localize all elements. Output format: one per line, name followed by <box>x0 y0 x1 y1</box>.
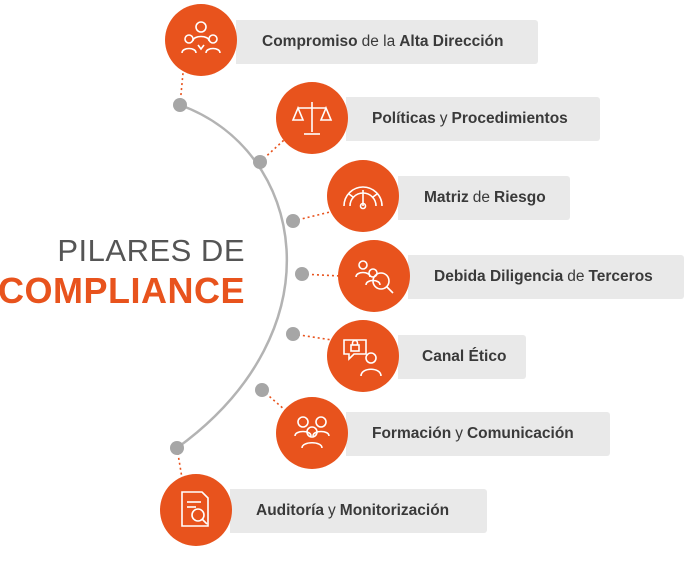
title-line-1: PILARES DE <box>57 233 245 268</box>
training-team-icon <box>276 397 348 469</box>
ethics-channel-icon <box>327 320 399 392</box>
pillar-label-5: Canal Ético <box>398 335 526 379</box>
title-line-2: COMPLIANCE <box>0 270 245 311</box>
third-party-search-icon <box>338 240 410 312</box>
arc-dots <box>170 98 309 455</box>
arc-line <box>176 103 289 450</box>
risk-gauge-icon <box>327 160 399 232</box>
scales-icon <box>276 82 348 154</box>
audit-document-icon <box>160 474 232 546</box>
leadership-icon <box>165 4 237 76</box>
